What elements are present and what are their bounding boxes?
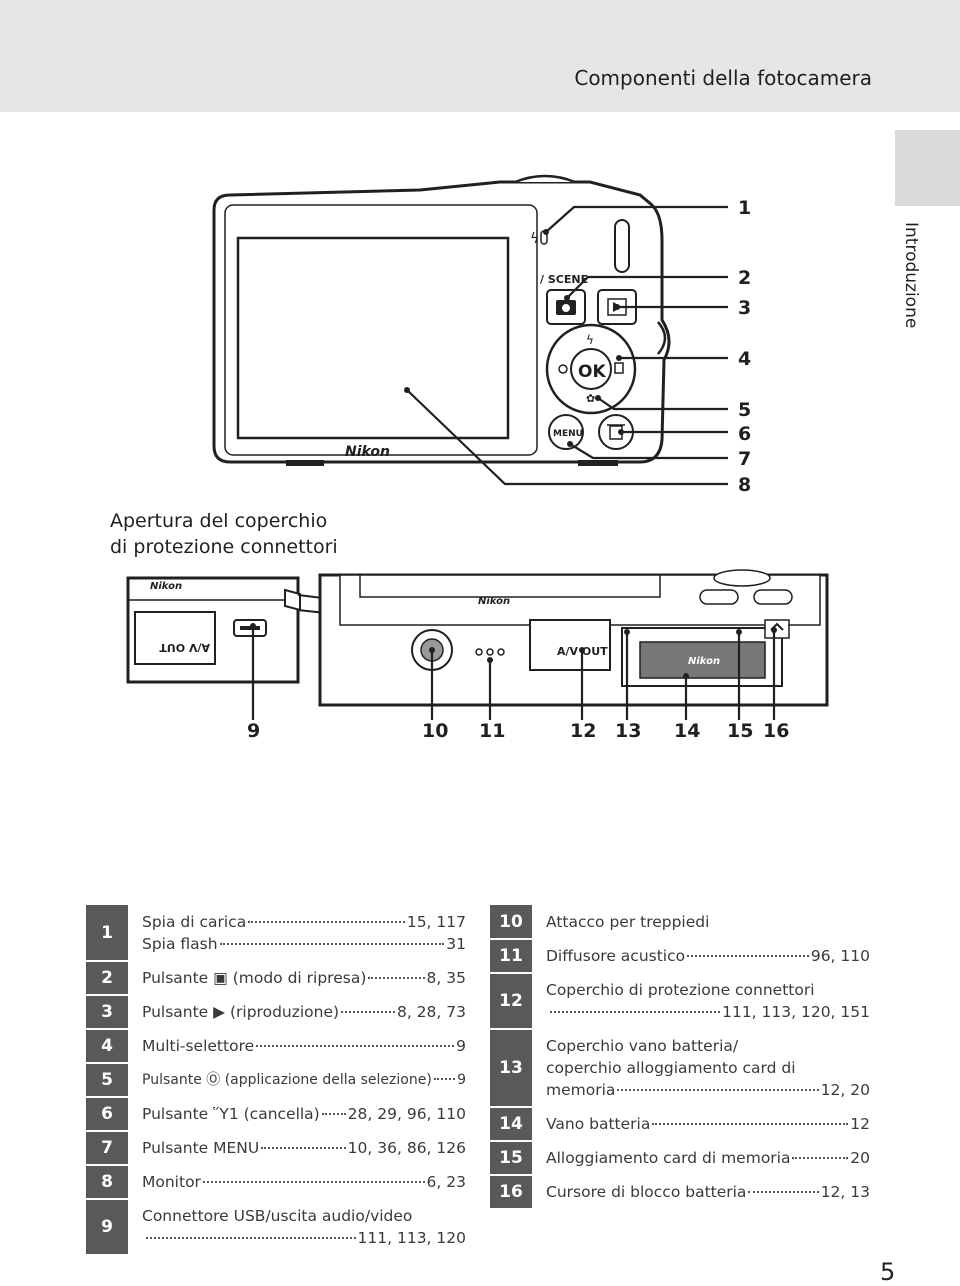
callout-4: 4 xyxy=(738,348,752,370)
callout-8: 8 xyxy=(738,474,752,496)
section-title: Apertura del coperchio di protezione con… xyxy=(110,510,338,558)
svg-text:✿: ✿ xyxy=(586,392,595,405)
camera-back-figure: Nikon ϟ / SCENE OK ϟ ✿ MENU xyxy=(126,174,829,720)
callout-6: 6 xyxy=(738,423,752,445)
svg-text:Nikon: Nikon xyxy=(688,656,720,667)
chapter-tab xyxy=(895,130,960,206)
svg-text:ϟ: ϟ xyxy=(586,333,594,347)
callout-7: 7 xyxy=(738,448,752,470)
flash-icon: ϟ xyxy=(530,231,539,247)
callout-12: 12 xyxy=(570,720,597,742)
callout-15: 15 xyxy=(727,720,754,742)
callout-14: 14 xyxy=(674,720,701,742)
callout-2: 2 xyxy=(738,267,752,289)
camera-brand: Nikon xyxy=(345,444,390,460)
svg-text:Nikon: Nikon xyxy=(478,596,510,607)
callout-3: 3 xyxy=(738,297,752,319)
legend-row: 10 Attacco per treppiedi xyxy=(490,905,870,940)
svg-text:Nikon: Nikon xyxy=(150,581,182,592)
scene-label: / SCENE xyxy=(540,273,588,286)
callout-10: 10 xyxy=(422,720,449,742)
callout-16: 16 xyxy=(763,720,790,742)
legend-row: 9 Connettore USB/uscita audio/video 111,… xyxy=(86,1199,466,1256)
legend-row: 3 Pulsante ▶ (riproduzione)8, 28, 73 xyxy=(86,995,466,1030)
callout-11: 11 xyxy=(479,720,506,742)
page-number: 5 xyxy=(880,1258,896,1286)
svg-text:A/V OUT: A/V OUT xyxy=(159,641,210,654)
svg-text:MENU: MENU xyxy=(553,429,583,439)
legend-row: 2 Pulsante ▣ (modo di ripresa)8, 35 xyxy=(86,961,466,996)
ok-label: OK xyxy=(578,362,606,382)
page-header: Componenti della fotocamera xyxy=(0,0,960,112)
legend-table-right: 10 Attacco per treppiedi 11 Diffusore ac… xyxy=(490,905,870,1210)
menu-button xyxy=(548,414,584,450)
callout-9: 9 xyxy=(247,720,261,742)
legend-row: 6 Pulsante Ὕ1 (cancella)28, 29, 96, 110 xyxy=(86,1097,466,1132)
callout-1: 1 xyxy=(738,197,752,219)
legend-row: 13 Coperchio vano batteria/ coperchio al… xyxy=(490,1029,870,1108)
legend-row: 5 Pulsante Ⓞ (applicazione della selezio… xyxy=(86,1063,466,1098)
legend-row: 12 Coperchio di protezione connettori 11… xyxy=(490,973,870,1030)
callout-13: 13 xyxy=(615,720,642,742)
page-title: Componenti della fotocamera xyxy=(574,66,872,90)
callout-5: 5 xyxy=(738,399,752,421)
